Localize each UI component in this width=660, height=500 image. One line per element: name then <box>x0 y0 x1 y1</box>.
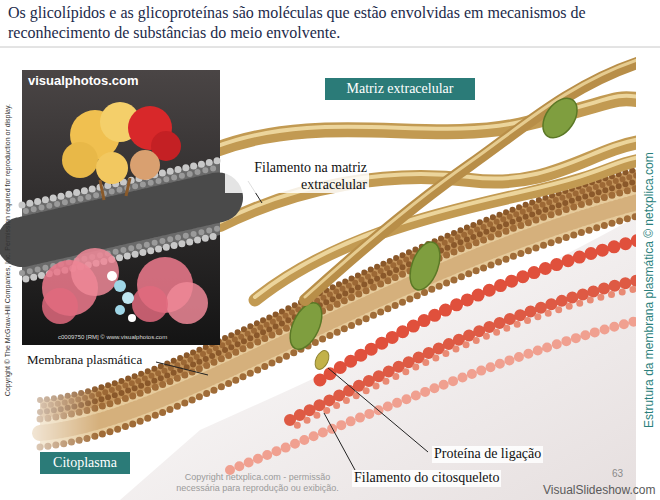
part-label: Filamento na matriz extracelular <box>225 160 369 193</box>
photo-inset <box>132 286 168 322</box>
leader-line <box>156 181 428 470</box>
photo-inset <box>114 280 126 292</box>
region-label: Matriz extracelular <box>335 81 465 97</box>
photo-inset <box>22 70 220 345</box>
leader-line <box>156 362 208 375</box>
region-label-box: Matriz extracelular <box>325 78 475 100</box>
membrane-protein <box>284 298 329 354</box>
matrix-filament <box>215 59 636 300</box>
watermark: visualphotos.com <box>28 73 139 88</box>
credit-note: Estrutura da membrana plasmática © netxp… <box>642 150 656 430</box>
copyright-note: Copyright netxplica.com - permissão nece… <box>165 472 350 493</box>
membrane-protein <box>536 92 584 144</box>
photo-inset <box>71 248 119 296</box>
part-label: Membrana plasmática <box>25 352 144 367</box>
photo-inset <box>96 152 128 184</box>
slide-number: 63 <box>612 468 623 480</box>
photo-inset <box>126 178 130 196</box>
photo-inset <box>62 142 98 178</box>
leader-line <box>328 368 428 452</box>
photo-inset <box>42 288 78 324</box>
region-label-box: Citoplasma <box>40 452 130 474</box>
photo-inset <box>115 305 125 315</box>
part-label: Filamento do citosqueleto <box>352 470 501 487</box>
membrane-protein <box>404 238 446 294</box>
header-rule <box>0 47 660 48</box>
photo-inset <box>100 180 104 200</box>
leader-line <box>324 413 355 470</box>
copyright-note: Copyright © The McGraw-Hill Companies, I… <box>4 104 12 396</box>
photo-inset <box>130 150 160 180</box>
photo-inset <box>22 70 220 345</box>
photo-inset <box>166 282 208 324</box>
photo-inset <box>122 292 134 304</box>
watermark: c0009750 [RM] © www.visualphotos.com <box>58 334 167 341</box>
photo-inset <box>22 197 220 242</box>
photo-inset <box>128 314 136 322</box>
slide-title: Os glicolípidos e as glicoproteínas são … <box>8 3 656 43</box>
photo-inset <box>107 271 117 281</box>
watermark: VisualSlideshow.com <box>543 483 656 497</box>
photo-inset <box>22 228 220 273</box>
part-label: Proteína de ligação <box>432 446 543 463</box>
region-label: Citoplasma <box>50 455 120 471</box>
